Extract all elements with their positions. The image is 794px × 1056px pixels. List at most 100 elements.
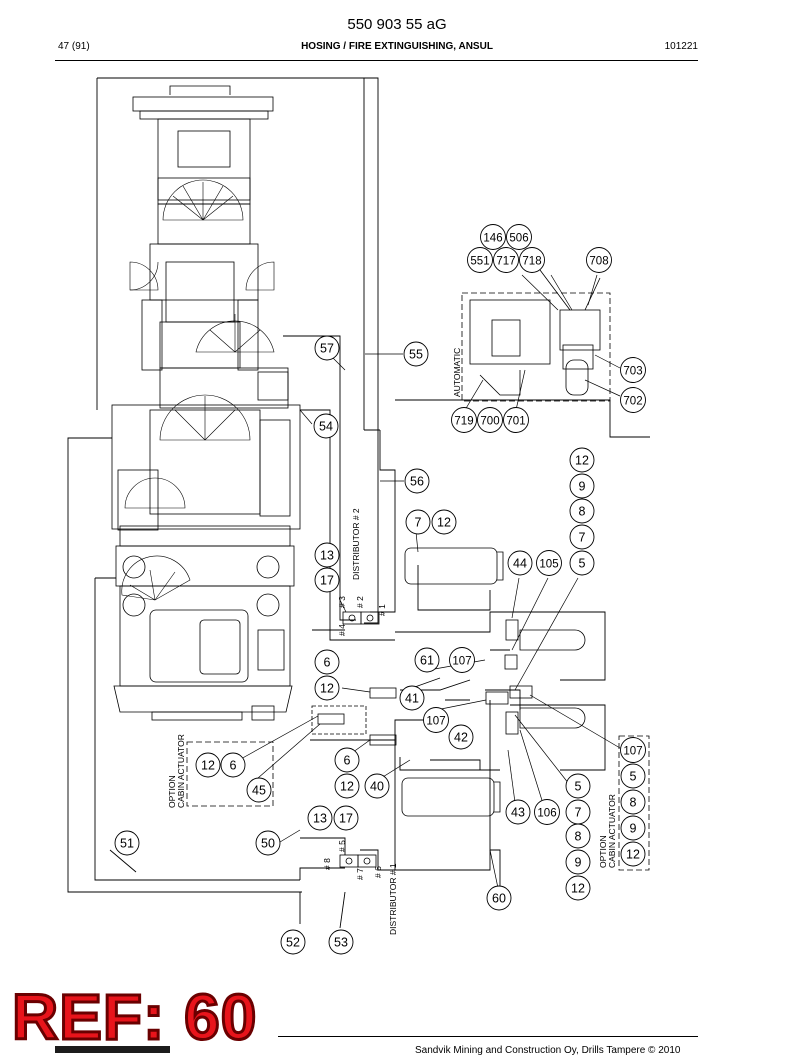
callout-circle xyxy=(313,413,339,439)
callout-label: 55 xyxy=(409,348,423,362)
callout-c718: 718 xyxy=(519,247,545,273)
valves xyxy=(317,654,533,746)
callout-label: 106 xyxy=(537,808,556,820)
callout-label: 6 xyxy=(230,759,237,773)
gas-cartridge-upper xyxy=(505,619,586,651)
header-rule xyxy=(55,60,698,61)
callout-label: 61 xyxy=(420,654,434,668)
callout-circle xyxy=(569,473,595,499)
callout-c5c: 5 xyxy=(565,773,591,799)
option-cabin-actuator-right xyxy=(618,735,650,871)
callout-c7b: 7 xyxy=(405,509,431,535)
label-port-3: # 3 xyxy=(337,596,347,608)
callout-label: 13 xyxy=(320,549,334,563)
callout-c703: 703 xyxy=(620,357,646,383)
callout-c50: 50 xyxy=(255,830,281,856)
callout-c17a: 17 xyxy=(314,567,340,593)
callout-label: 5 xyxy=(579,557,586,571)
callout-circle xyxy=(620,763,646,789)
callout-label: 12 xyxy=(340,780,354,794)
sandvik-logo-strip xyxy=(55,1046,170,1053)
callout-circle xyxy=(255,830,281,856)
ref-stamp: REF: 60 xyxy=(10,981,258,1053)
callout-c551: 551 xyxy=(467,247,493,273)
callout-c12c: 12 xyxy=(314,675,340,701)
callout-c12a: 12 xyxy=(569,447,595,473)
callout-label: 7 xyxy=(579,531,586,545)
label-port-7: # 7 xyxy=(355,868,365,880)
callout-c7c: 7 xyxy=(565,799,591,825)
callout-label: 719 xyxy=(454,416,473,428)
callout-label: 50 xyxy=(261,837,275,851)
callout-circle xyxy=(333,805,359,831)
callout-c5a: 5 xyxy=(569,550,595,576)
callout-c13a: 13 xyxy=(314,542,340,568)
label-port-1: # 1 xyxy=(377,604,387,616)
callout-c12g: 12 xyxy=(565,875,591,901)
callout-circle xyxy=(506,224,532,250)
callout-c60: 60 xyxy=(486,885,512,911)
callout-label: 506 xyxy=(509,233,528,245)
label-option-left-2: CABIN ACTUATOR xyxy=(176,734,186,808)
callout-circle xyxy=(399,685,425,711)
callout-label: 700 xyxy=(480,416,499,428)
callout-c701: 701 xyxy=(503,407,529,433)
callout-circle xyxy=(334,747,360,773)
callout-c13b: 13 xyxy=(307,805,333,831)
callout-c5b: 5 xyxy=(620,763,646,789)
callout-label: 7 xyxy=(575,806,582,820)
callout-circle xyxy=(486,885,512,911)
callout-c12b: 12 xyxy=(431,509,457,535)
callout-label: 107 xyxy=(623,746,642,758)
callout-c45: 45 xyxy=(246,777,272,803)
callout-circle xyxy=(431,509,457,535)
callout-circle xyxy=(423,707,449,733)
callout-circle xyxy=(451,407,477,433)
callout-circle xyxy=(519,247,545,273)
callout-c6c: 6 xyxy=(334,747,360,773)
callout-circle xyxy=(280,929,306,955)
callout-label: 45 xyxy=(252,784,266,798)
callout-circle xyxy=(314,542,340,568)
callout-c43: 43 xyxy=(505,799,531,825)
callout-label: 146 xyxy=(483,233,502,245)
callout-c8b: 8 xyxy=(620,789,646,815)
distributor-1 xyxy=(339,854,377,868)
automatic-unit xyxy=(461,269,611,402)
agent-tank-lower xyxy=(401,777,501,817)
callout-label: 60 xyxy=(492,892,506,906)
callout-circle xyxy=(534,799,560,825)
callout-label: 5 xyxy=(630,770,637,784)
callout-label: 12 xyxy=(626,848,640,862)
callout-circle xyxy=(314,567,340,593)
callout-label: 41 xyxy=(405,692,419,706)
callout-c8c: 8 xyxy=(565,823,591,849)
callout-circle xyxy=(505,799,531,825)
callout-circle xyxy=(620,841,646,867)
callout-c107c: 107 xyxy=(620,737,646,763)
callout-c53: 53 xyxy=(328,929,354,955)
callout-circle xyxy=(314,335,340,361)
callout-c7a: 7 xyxy=(569,524,595,550)
callout-c6b: 6 xyxy=(220,752,246,778)
callout-c146: 146 xyxy=(480,224,506,250)
label-port-6: # 6 xyxy=(373,866,383,878)
callout-label: 9 xyxy=(630,822,637,836)
callout-c9a: 9 xyxy=(569,473,595,499)
callout-circle xyxy=(569,498,595,524)
callout-c107a: 107 xyxy=(449,647,475,673)
callout-circle xyxy=(449,647,475,673)
callout-circle xyxy=(569,524,595,550)
callout-circle xyxy=(220,752,246,778)
label-option-right-2: CABIN ACTUATOR xyxy=(607,794,617,868)
callout-c51: 51 xyxy=(114,830,140,856)
callout-circle xyxy=(334,773,360,799)
agent-tank-upper xyxy=(404,547,504,585)
callout-circle xyxy=(620,789,646,815)
callout-c105: 105 xyxy=(536,550,562,576)
callout-label: 708 xyxy=(589,256,608,268)
label-distributor-2: DISTRIBUTOR # 2 xyxy=(351,508,361,580)
callout-c8a: 8 xyxy=(569,498,595,524)
callout-circle xyxy=(536,550,562,576)
callout-c54: 54 xyxy=(313,413,339,439)
